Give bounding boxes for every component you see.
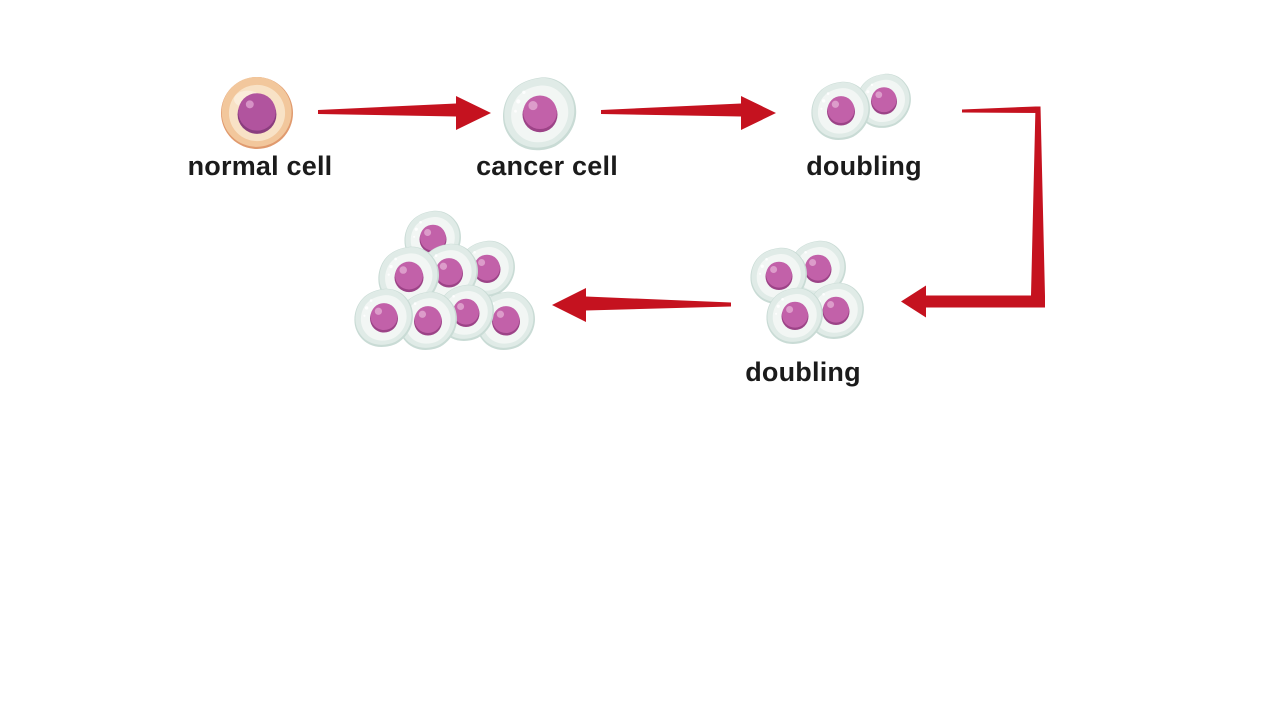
- cancer-cell-illustration: [502, 77, 577, 151]
- arrow-cancer-to-doubling: [601, 96, 776, 130]
- cell-cluster-illustration: [354, 210, 535, 350]
- cell-pair-illustration: [811, 73, 911, 140]
- arrow-doubling-to-cluster: [552, 288, 731, 322]
- arrow-normal-to-cancer: [318, 96, 491, 130]
- cell-quad-illustration: [750, 240, 864, 344]
- arrow-elbow-doubling: [901, 106, 1045, 318]
- cancer-cell-label: cancer cell: [476, 151, 618, 181]
- doubling-label-1: doubling: [806, 151, 922, 181]
- normal-cell-label: normal cell: [187, 151, 333, 181]
- doubling-label-2: doubling: [745, 357, 861, 387]
- normal-cell-illustration: [221, 77, 293, 149]
